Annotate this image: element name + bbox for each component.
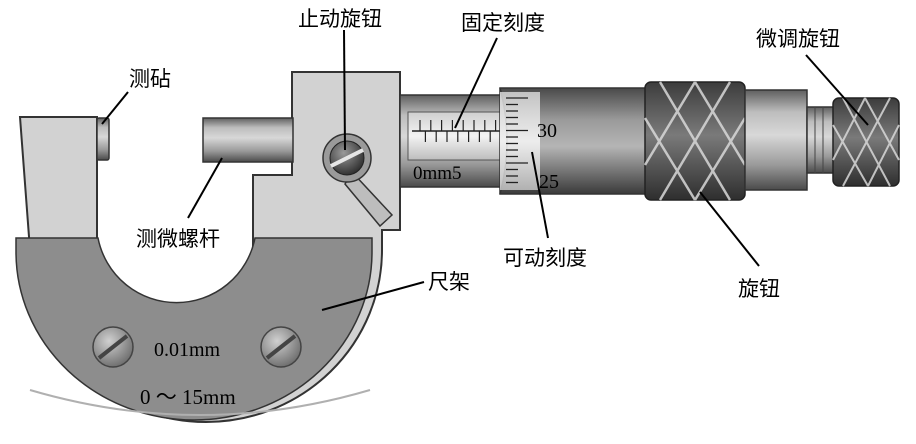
leader-anvil (101, 91, 129, 125)
label-movable-scale: 可动刻度 (503, 246, 587, 270)
leader-spindle (187, 157, 223, 219)
stop-knob (322, 133, 394, 228)
thimble-number-lower: 25 (539, 171, 559, 193)
ratchet-body (744, 89, 838, 191)
spindle (202, 117, 294, 163)
leader-fixed-scale (454, 37, 498, 129)
label-spindle: 测微螺杆 (136, 227, 220, 251)
thimble-number-upper: 30 (537, 120, 557, 142)
leader-fine-knob (805, 54, 869, 126)
fine-knob (832, 97, 900, 187)
frame-screw-right (260, 326, 302, 368)
leader-stop-knob (343, 29, 346, 151)
frame-screw-left (92, 326, 134, 368)
movable-scale-ticks (506, 97, 528, 184)
leader-knob (699, 191, 760, 267)
label-stop-knob: 止动旋钮 (298, 7, 382, 31)
thimble (499, 87, 651, 195)
label-anvil: 测砧 (129, 67, 171, 91)
knob (643, 81, 747, 201)
label-fine-knob: 微调旋钮 (756, 27, 840, 51)
anvil (96, 117, 110, 161)
label-fixed-scale: 固定刻度 (461, 11, 545, 35)
fixed-scale-unit: 0mm5 (413, 163, 462, 184)
label-knob: 旋钮 (738, 277, 780, 301)
sleeve (399, 94, 511, 188)
leader-frame (321, 281, 425, 311)
label-frame: 尺架 (428, 270, 470, 294)
frame-precision: 0.01mm (154, 339, 221, 361)
leader-movable-scale (531, 151, 549, 239)
leader-lines (101, 29, 869, 311)
frame-range: 0 ～ 15mm (140, 385, 236, 409)
